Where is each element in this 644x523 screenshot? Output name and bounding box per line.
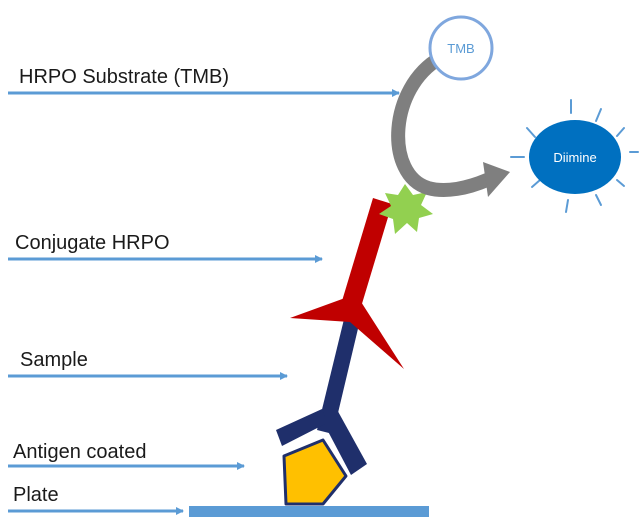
antigen-label: Antigen coated: [13, 441, 146, 463]
conjugate-label: Conjugate HRPO: [15, 232, 170, 254]
antigen-pentagon: [282, 438, 348, 506]
conjugate-antibody-stem: [342, 198, 392, 307]
plate-bar: [189, 506, 429, 517]
tmb-label: TMB: [447, 41, 474, 56]
hrp-star-icon: [379, 184, 433, 234]
sample-label: Sample: [20, 349, 88, 371]
sample-antibody-stem: [317, 311, 361, 434]
pointer-arrows: [8, 89, 400, 515]
sample-antibody-right-arm: [322, 406, 367, 475]
reaction-arrow: [391, 51, 494, 197]
diimine-label: Diimine: [553, 150, 596, 165]
sample-antibody: [276, 311, 367, 475]
tmb-circle: [428, 15, 494, 81]
conjugate-antibody: [290, 198, 404, 369]
conjugate-antibody-arms: [290, 294, 404, 369]
diimine-ellipse: [529, 120, 621, 194]
reaction-arrowhead: [483, 162, 510, 197]
substrate-label: HRPO Substrate (TMB): [19, 66, 229, 88]
plate-label: Plate: [13, 484, 59, 506]
diimine-rays: [510, 99, 639, 213]
sample-antibody-left-arm: [276, 409, 327, 446]
